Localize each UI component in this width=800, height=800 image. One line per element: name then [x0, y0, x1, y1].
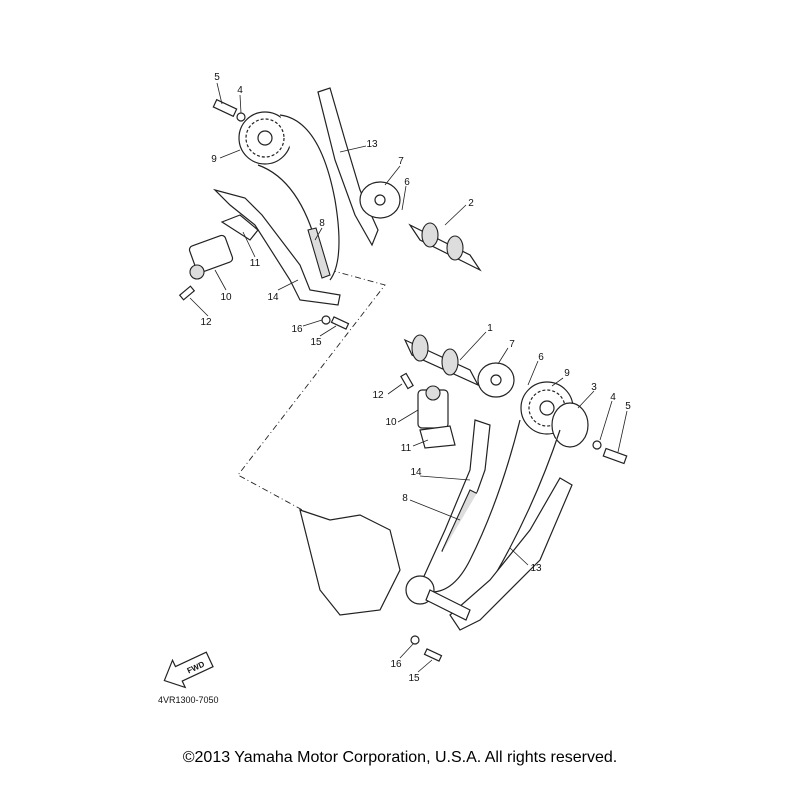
- lower-tensioner: [417, 385, 449, 429]
- copyright-notice: ©2013 Yamaha Motor Corporation, U.S.A. A…: [182, 749, 618, 766]
- callout: 8: [402, 493, 408, 504]
- upper-gasket: [220, 214, 259, 241]
- lower-gasket: [419, 425, 456, 449]
- callout: 10: [220, 292, 232, 303]
- upper-tensioner: [188, 234, 234, 280]
- upper-chain-links: [307, 227, 331, 279]
- callout: 11: [250, 258, 261, 269]
- callout: 4: [237, 85, 243, 96]
- diagram-code: 4VR1300-7050: [158, 695, 219, 705]
- upper-washer-16: [321, 315, 331, 325]
- lower-callouts: 1 7 6 9 3 4 5 12 10 11 14 8 13 16 15: [372, 323, 631, 684]
- upper-camshaft: [408, 222, 482, 272]
- callout: 8: [319, 218, 325, 229]
- crankshaft: [299, 509, 471, 621]
- lower-decompressor: [477, 362, 515, 398]
- upper-bolt-15: [330, 316, 350, 330]
- callout: 6: [404, 177, 410, 188]
- lower-camshaft: [403, 334, 480, 387]
- callout: 13: [366, 139, 378, 150]
- callout: 11: [401, 443, 412, 454]
- leader-lines: [189, 82, 628, 673]
- upper-washer: [236, 112, 246, 122]
- callout: 10: [385, 417, 397, 428]
- upper-tensioner-arm: [212, 188, 341, 306]
- callout: 6: [538, 352, 544, 363]
- lower-plate: [551, 402, 589, 448]
- callout: 5: [214, 72, 220, 83]
- callout: 16: [390, 659, 402, 670]
- callout: 5: [625, 401, 631, 412]
- lower-bolt-15: [423, 648, 443, 662]
- upper-decompressor: [359, 181, 401, 219]
- upper-bolt: [212, 98, 238, 118]
- callout: 12: [372, 390, 384, 401]
- fwd-arrow-icon: FWD: [163, 651, 214, 689]
- callout: 9: [564, 368, 570, 379]
- callout: 15: [408, 673, 420, 684]
- lower-bolt: [602, 447, 628, 465]
- lower-chain-guide: [449, 477, 573, 631]
- upper-callouts: 5 4 9 13 7 6 2 8 11 10 14 12 16 15: [200, 72, 474, 348]
- callout: 2: [468, 198, 474, 209]
- callout: 7: [509, 339, 515, 350]
- callout: 9: [211, 154, 217, 165]
- callout: 14: [267, 292, 279, 303]
- lower-washer-16: [410, 635, 420, 645]
- upper-bolt-12: [178, 285, 196, 301]
- callout: 12: [200, 317, 212, 328]
- upper-cam-sprocket: [238, 111, 292, 165]
- lower-bolt-12: [400, 372, 414, 390]
- callout: 7: [398, 156, 404, 167]
- lower-washer: [592, 440, 602, 450]
- callout: 14: [410, 467, 422, 478]
- assembly-line: [237, 269, 386, 526]
- callout: 4: [610, 392, 616, 403]
- callout: 3: [591, 382, 597, 393]
- callout: 1: [487, 323, 493, 334]
- callout: 13: [530, 563, 542, 574]
- callout: 16: [291, 324, 303, 335]
- callout: 15: [310, 337, 322, 348]
